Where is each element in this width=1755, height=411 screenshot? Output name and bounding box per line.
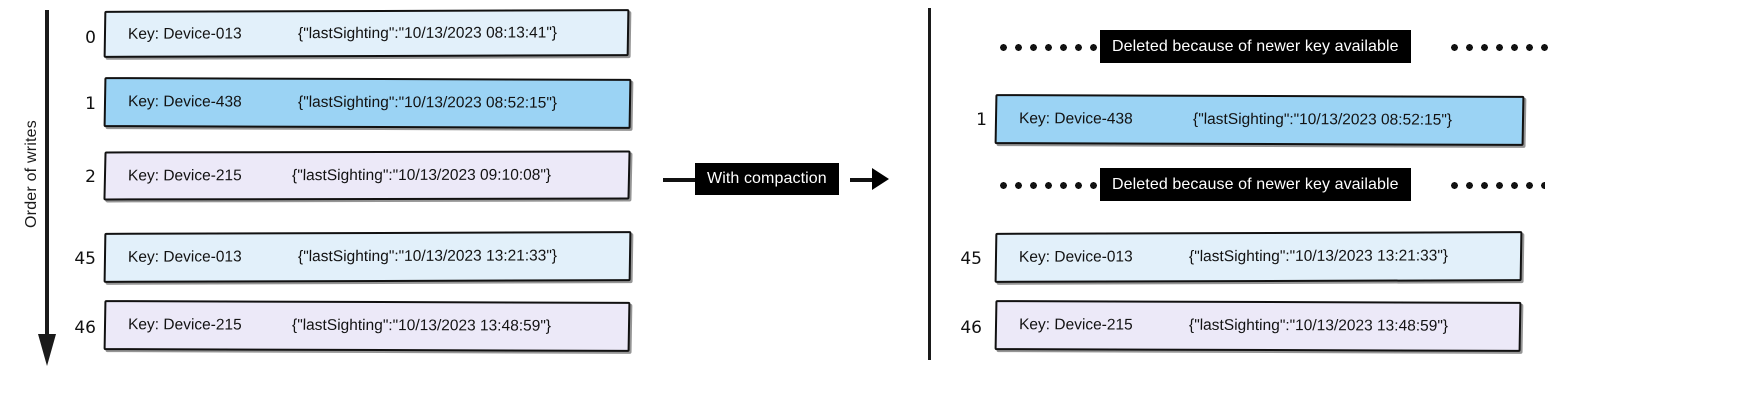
record-index: 2: [85, 167, 96, 187]
record-key: Key: Device-013: [127, 248, 242, 266]
record-value: {"lastSighting":"10/13/2023 09:10:08"}: [291, 166, 552, 184]
log-record: Key: Device-215 {"lastSighting":"10/13/2…: [103, 150, 631, 201]
deleted-leader-dots-right: [1447, 182, 1545, 189]
record-value: {"lastSighting":"10/13/2023 13:21:33"}: [1188, 247, 1449, 266]
with-compaction-label: With compaction: [695, 163, 839, 195]
record-index: 45: [960, 249, 982, 269]
record-value: {"lastSighting":"10/13/2023 13:48:59"}: [1188, 316, 1449, 335]
record-key: Key: Device-215: [1018, 316, 1133, 334]
record-value: {"lastSighting":"10/13/2023 13:21:33"}: [297, 247, 558, 266]
panel-divider: [928, 8, 931, 360]
log-record: Key: Device-013 {"lastSighting":"10/13/2…: [994, 231, 1523, 283]
deleted-leader-dots-right: [1447, 44, 1549, 51]
log-record: Key: Device-438 {"lastSighting":"10/13/2…: [994, 94, 1525, 146]
record-value: {"lastSighting":"10/13/2023 13:48:59"}: [291, 316, 552, 335]
deleted-note-label: Deleted because of newer key available: [1100, 168, 1411, 201]
compaction-connector-line: [663, 178, 705, 182]
record-key: Key: Device-438: [1018, 110, 1133, 128]
record-value: {"lastSighting":"10/13/2023 08:13:41"}: [297, 23, 558, 42]
record-key: Key: Device-013: [1018, 248, 1133, 266]
log-record: Key: Device-438 {"lastSighting":"10/13/2…: [103, 77, 632, 129]
record-key: Key: Device-438: [127, 93, 242, 111]
deleted-leader-dots-left: [996, 182, 1100, 189]
record-key: Key: Device-215: [127, 316, 242, 334]
record-key: Key: Device-215: [127, 166, 242, 184]
record-index: 45: [74, 249, 96, 269]
record-index: 46: [960, 318, 982, 338]
log-record: Key: Device-013 {"lastSighting":"10/13/2…: [103, 9, 630, 58]
record-index: 0: [85, 28, 96, 48]
compaction-connector-line: [850, 178, 880, 182]
deleted-leader-dots-left: [996, 44, 1100, 51]
record-index: 1: [976, 110, 987, 130]
record-key: Key: Device-013: [127, 24, 242, 43]
record-index: 1: [85, 94, 96, 114]
log-record: Key: Device-013 {"lastSighting":"10/13/2…: [103, 231, 632, 283]
record-value: {"lastSighting":"10/13/2023 08:52:15"}: [1192, 110, 1453, 129]
down-arrow-icon: [38, 10, 56, 366]
record-index: 46: [74, 318, 96, 338]
log-record: Key: Device-215 {"lastSighting":"10/13/2…: [994, 300, 1522, 352]
right-arrow-icon: [872, 168, 889, 190]
deleted-note-label: Deleted because of newer key available: [1100, 30, 1411, 63]
record-value: {"lastSighting":"10/13/2023 08:52:15"}: [297, 93, 558, 112]
log-record: Key: Device-215 {"lastSighting":"10/13/2…: [103, 300, 631, 352]
